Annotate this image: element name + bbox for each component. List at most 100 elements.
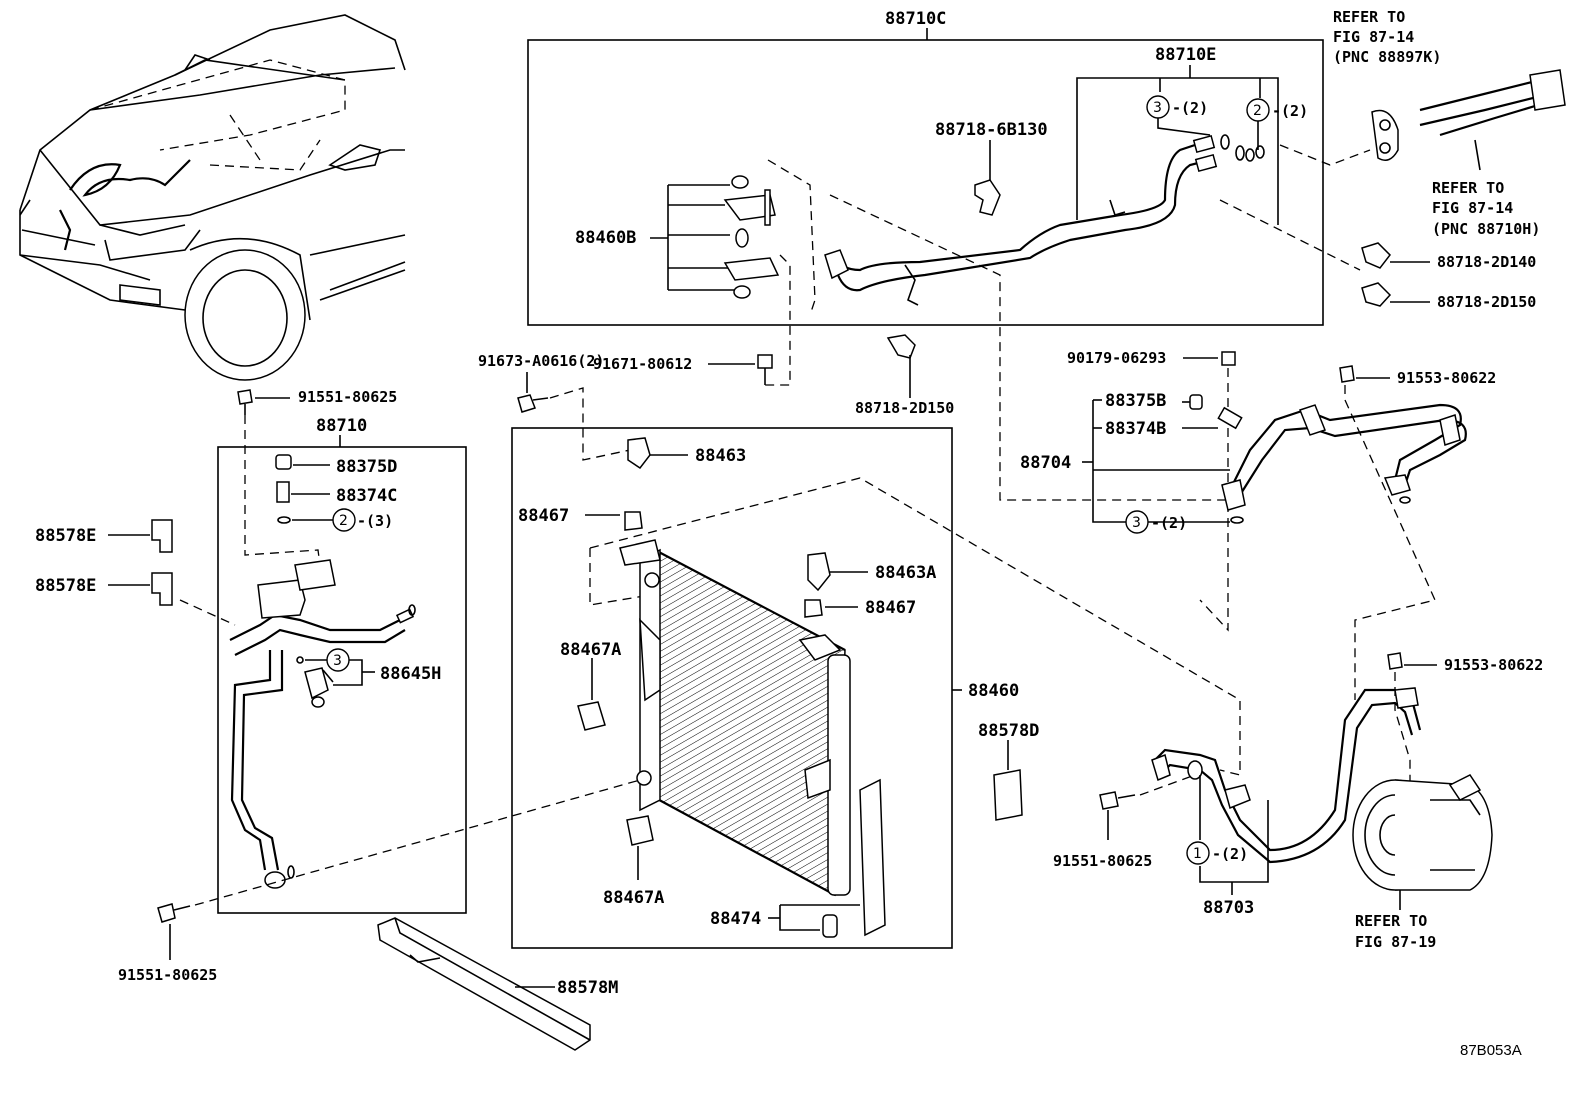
bolt-91553-bottom xyxy=(1387,652,1403,670)
cap-88375d xyxy=(275,454,292,470)
suction-hose-88703 xyxy=(1151,687,1422,864)
clip-88718-2d140 xyxy=(1361,242,1391,269)
valve-88374c xyxy=(276,481,290,503)
svg-text:REFER TO: REFER TO xyxy=(1333,8,1405,26)
svg-text:1: 1 xyxy=(1193,846,1202,862)
svg-text:FIG 87-14: FIG 87-14 xyxy=(1432,199,1513,217)
pad-88578d xyxy=(993,769,1023,821)
label-90179: 90179-06293 xyxy=(1067,349,1166,367)
bolt-91671 xyxy=(757,354,773,369)
bolt-91673 xyxy=(517,394,536,413)
vehicle-illustration xyxy=(19,14,406,381)
label-88460: 88460 xyxy=(968,681,1019,701)
88710-group-box xyxy=(217,446,467,914)
bolt-90179 xyxy=(1221,351,1236,366)
label-88375d: 88375D xyxy=(336,457,397,477)
label-88718-2d140: 88718-2D140 xyxy=(1437,253,1536,271)
clip-88718-2d150-right xyxy=(1361,282,1392,307)
circle-2-b xyxy=(332,508,356,532)
clip-88718-2d150-lower xyxy=(886,334,916,359)
label-91553-top: 91553-80622 xyxy=(1397,369,1496,387)
plug-88474 xyxy=(822,914,838,938)
label-88578d: 88578D xyxy=(978,721,1039,741)
label-88460b: 88460B xyxy=(575,228,636,248)
bracket-88463a xyxy=(807,552,831,592)
label-91671: 91671-80612 xyxy=(593,355,692,373)
label-88704: 88704 xyxy=(1020,453,1071,473)
88710c-group-box xyxy=(527,39,1324,326)
liquid-pipe-88710 xyxy=(229,559,416,889)
side-seal-88474 xyxy=(859,778,886,937)
label-88463: 88463 xyxy=(695,446,746,466)
reference-fig-87-14-b: REFER TO FIG 87-14 (PNC 88710H) xyxy=(1432,179,1540,238)
label-88718-2d150-lower: 88718-2D150 xyxy=(855,399,954,417)
label-88578e-2: 88578E xyxy=(35,576,96,596)
cushion-88467a-1 xyxy=(577,701,606,731)
bolt-91551-top xyxy=(237,389,253,405)
svg-text:REFER TO: REFER TO xyxy=(1355,912,1427,930)
88710e-bracket xyxy=(1076,77,1279,225)
label-88578e-1: 88578E xyxy=(35,526,96,546)
svg-text:-(2): -(2) xyxy=(1172,99,1208,117)
svg-text:3: 3 xyxy=(1132,515,1141,531)
label-91551-left: 91551-80625 xyxy=(118,966,217,984)
label-88703: 88703 xyxy=(1203,898,1254,918)
label-88710c: 88710C xyxy=(885,9,946,29)
svg-text:2: 2 xyxy=(339,513,348,529)
svg-text:-(2): -(2) xyxy=(1212,845,1248,863)
reference-fig-87-19: REFER TO FIG 87-19 xyxy=(1355,912,1436,951)
pressure-switch-88645h xyxy=(304,667,329,700)
discharge-hose-88704 xyxy=(1221,403,1467,511)
svg-text:(PNC 88897K): (PNC 88897K) xyxy=(1333,48,1441,66)
svg-text:REFER TO: REFER TO xyxy=(1432,179,1504,197)
label-88374c: 88374C xyxy=(336,486,397,506)
clip-88718-6b130 xyxy=(974,179,1001,216)
label-88467-2: 88467 xyxy=(865,598,916,618)
label-88710: 88710 xyxy=(316,416,367,436)
cushion-88467-1 xyxy=(624,511,643,531)
label-91553-bottom: 91553-80622 xyxy=(1444,656,1543,674)
label-88718-2d150-right: 88718-2D150 xyxy=(1437,293,1536,311)
label-88463a: 88463A xyxy=(875,563,936,583)
svg-text:-(2): -(2) xyxy=(1151,514,1187,532)
svg-text:-(3): -(3) xyxy=(357,512,393,530)
svg-text:(PNC 88710H): (PNC 88710H) xyxy=(1432,220,1540,238)
bolt-91551-left xyxy=(157,903,176,923)
label-88467-1: 88467 xyxy=(518,506,569,526)
label-91673: 91673-A0616(2) xyxy=(478,352,604,370)
label-88645h: 88645H xyxy=(380,664,441,684)
grommet-88897k xyxy=(1371,109,1399,161)
label-88374b: 88374B xyxy=(1105,419,1166,439)
reference-fig-87-14-a: REFER TO FIG 87-14 (PNC 88897K) xyxy=(1333,8,1441,66)
88460-group-box xyxy=(511,427,953,949)
circle-3-c xyxy=(1125,510,1149,534)
bracket-88460b-parts xyxy=(723,175,780,299)
svg-text:2: 2 xyxy=(1253,103,1262,119)
label-88578m: 88578M xyxy=(557,978,618,998)
pad-88578e-2 xyxy=(151,572,173,606)
bolt-91553-top xyxy=(1339,365,1355,383)
condenser-core xyxy=(619,539,851,897)
label-88467a-1: 88467A xyxy=(560,640,621,660)
svg-text:FIG 87-19: FIG 87-19 xyxy=(1355,933,1436,951)
label-91551-top: 91551-80625 xyxy=(298,388,397,406)
compressor xyxy=(1352,774,1493,891)
svg-text:3: 3 xyxy=(333,653,342,669)
svg-text:FIG 87-14: FIG 87-14 xyxy=(1333,28,1414,46)
valve-88374b xyxy=(1217,406,1243,430)
bracket-88463 xyxy=(627,437,651,470)
bolt-91551-right xyxy=(1099,791,1119,810)
svg-text:3: 3 xyxy=(1153,100,1162,116)
pad-88578e-1 xyxy=(151,519,173,553)
pipe-88710h-illustration xyxy=(1419,69,1566,171)
label-88474: 88474 xyxy=(710,909,761,929)
label-88467a-2: 88467A xyxy=(603,888,664,908)
suction-hose-assembly xyxy=(824,134,1218,306)
circle-1 xyxy=(1186,841,1210,865)
cap-88375b xyxy=(1189,394,1203,410)
cushion-88467a-2 xyxy=(626,815,654,846)
cushion-88467-2 xyxy=(804,599,823,618)
label-88375b: 88375B xyxy=(1105,391,1166,411)
